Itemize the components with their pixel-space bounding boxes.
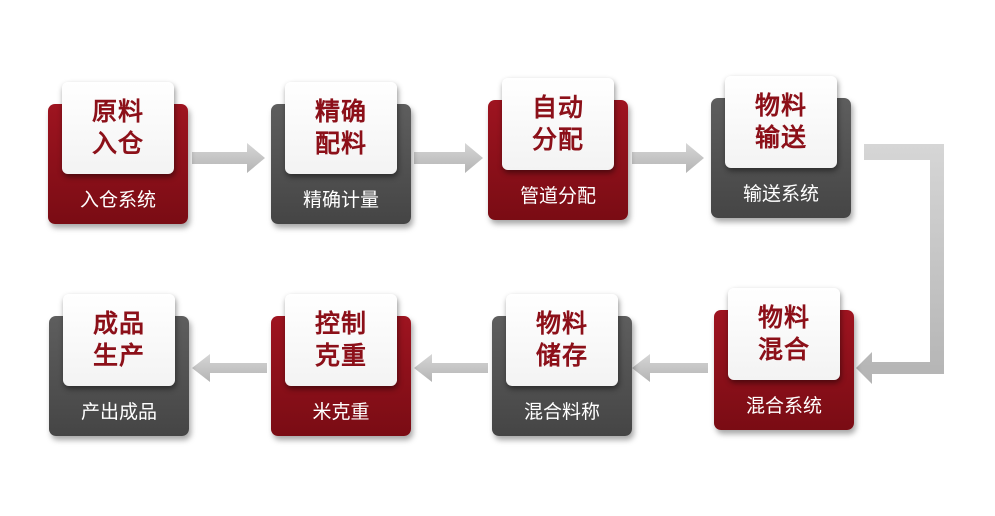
step-label: 精确计量 xyxy=(302,189,379,211)
step-card: 成品 生产 xyxy=(63,294,175,386)
step-card: 控制 克重 xyxy=(285,294,397,386)
arrow-right-2 xyxy=(414,143,483,173)
step-title-line2: 混合 xyxy=(757,335,810,364)
step-finished-product: 成品 生产 产出成品 xyxy=(49,294,189,436)
arrow-connector xyxy=(856,144,944,384)
step-card: 原料 入仓 xyxy=(62,82,174,174)
step-card: 物料 输送 xyxy=(725,76,837,168)
step-label: 米克重 xyxy=(312,401,370,423)
step-label: 管道分配 xyxy=(519,185,596,207)
step-title-line2: 克重 xyxy=(314,341,367,370)
arrow-left-3 xyxy=(192,354,267,382)
step-label: 入仓系统 xyxy=(79,189,156,211)
step-weight-control: 控制 克重 米克重 xyxy=(271,294,411,436)
step-label: 产出成品 xyxy=(80,401,157,423)
step-title-line2: 输送 xyxy=(754,123,807,152)
step-title-line1: 精确 xyxy=(314,97,367,126)
step-title-line2: 分配 xyxy=(531,125,584,154)
step-card: 精确 配料 xyxy=(285,82,397,174)
step-title-line2: 储存 xyxy=(535,341,588,370)
arrow-right-3 xyxy=(632,143,704,173)
step-material-storage: 物料 储存 混合料称 xyxy=(492,294,632,436)
step-material-mixing: 物料 混合 混合系统 xyxy=(714,288,854,430)
step-label: 输送系统 xyxy=(742,183,819,205)
arrow-left-2 xyxy=(414,354,488,382)
step-title-line2: 配料 xyxy=(314,129,367,158)
arrow-right-1 xyxy=(192,143,265,173)
step-precise-batching: 精确 配料 精确计量 xyxy=(271,82,411,224)
step-title-line1: 控制 xyxy=(314,309,367,338)
step-material-conveying: 物料 输送 输送系统 xyxy=(711,76,851,218)
step-title-line1: 成品 xyxy=(92,309,145,338)
step-title-line1: 自动 xyxy=(531,93,584,122)
step-raw-material-storage: 原料 入仓 入仓系统 xyxy=(48,82,188,224)
step-title-line1: 物料 xyxy=(757,303,810,332)
step-card: 物料 储存 xyxy=(506,294,618,386)
step-card: 自动 分配 xyxy=(502,78,614,170)
step-auto-distribution: 自动 分配 管道分配 xyxy=(488,78,628,220)
step-label: 混合系统 xyxy=(745,395,822,417)
step-title-line1: 物料 xyxy=(754,91,807,120)
step-label: 混合料称 xyxy=(523,401,600,423)
step-card: 物料 混合 xyxy=(728,288,840,380)
step-title-line1: 原料 xyxy=(91,97,144,126)
arrow-left-1 xyxy=(632,354,708,382)
step-title-line1: 物料 xyxy=(535,309,588,338)
step-title-line2: 生产 xyxy=(92,341,145,370)
step-title-line2: 入仓 xyxy=(91,129,144,158)
